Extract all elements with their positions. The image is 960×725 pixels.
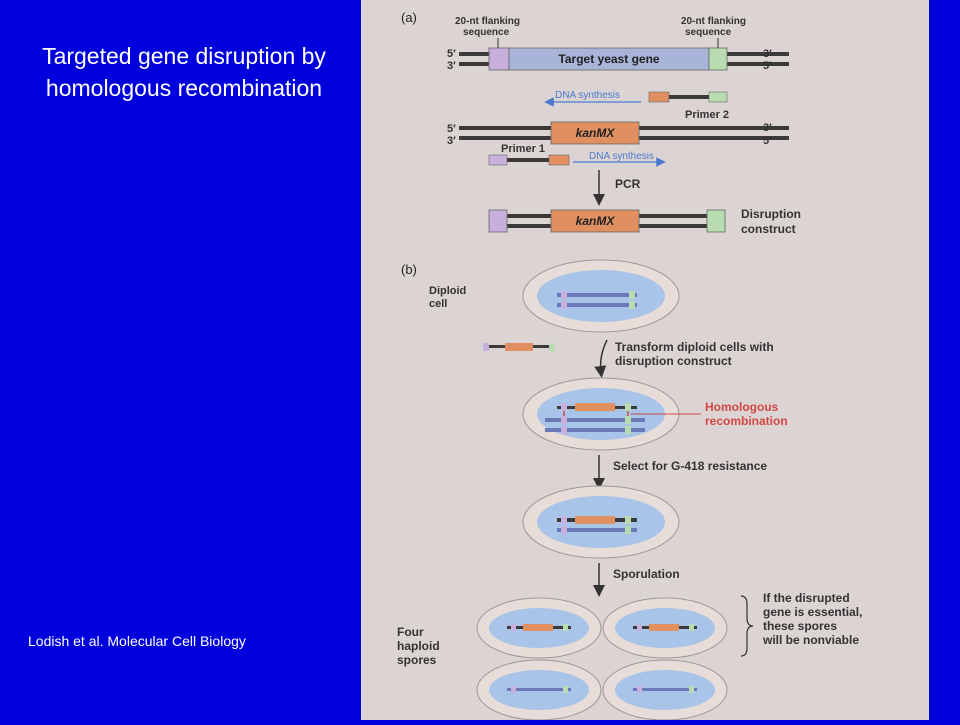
diploid-label-1: Diploid <box>429 285 466 297</box>
flank-left-label-2: sequence <box>463 27 510 38</box>
flank-right-label-1: 20-nt flanking <box>681 16 746 27</box>
part-b-label: (b) <box>401 262 417 277</box>
kanmx-template-label: kanMX <box>576 126 616 140</box>
flank-left-box <box>488 47 510 71</box>
select-label: Select for G-418 resistance <box>613 459 767 473</box>
slide-title-line1: Targeted gene disruption by <box>42 43 326 69</box>
kanmx-template-box <box>550 121 640 145</box>
primer2-strand <box>669 95 709 99</box>
construct-kanmx-label: kanMX <box>576 214 616 228</box>
three-prime-a2: 3′ <box>763 48 772 60</box>
pcr-label: PCR <box>615 177 641 191</box>
five-prime-a4: 5′ <box>763 135 772 147</box>
construct-label-1: Disruption <box>741 207 801 221</box>
primer2-kanmx-part <box>648 91 670 103</box>
intact-chromosome <box>557 526 637 534</box>
dna-synthesis-bottom: DNA synthesis <box>589 151 654 162</box>
transform-label-2: disruption construct <box>615 354 732 368</box>
four-spores-label-2: haploid <box>397 639 440 653</box>
disrupted-chromosome <box>557 516 637 524</box>
spore-2 <box>602 597 728 659</box>
flank-right-box <box>708 47 728 71</box>
five-prime-a1: 5′ <box>447 48 456 60</box>
construct-flank-right <box>706 209 726 233</box>
three-prime-a3: 3′ <box>447 135 456 147</box>
primer1-label: Primer 1 <box>501 143 545 155</box>
transform-label-1: Transform diploid cells with <box>615 340 774 354</box>
diploid-chromosome-1 <box>557 291 637 299</box>
crossover-marks <box>563 411 629 416</box>
slide-title: Targeted gene disruption by homologous r… <box>14 40 354 104</box>
diploid-label-2: cell <box>429 298 447 310</box>
primer1-strand <box>507 158 549 162</box>
figure-diagram: (a) 20-nt flanking sequence 20-nt flanki… <box>397 10 862 721</box>
part-a-label: (a) <box>401 10 417 25</box>
four-spores-label-3: spores <box>397 653 437 667</box>
dna-synthesis-top: DNA synthesis <box>555 90 620 101</box>
recombining-chromosome-2 <box>545 426 645 434</box>
essential-label-2: gene is essential, <box>763 605 862 619</box>
primer1-kanmx-part <box>548 154 570 166</box>
recombining-chromosome-1 <box>545 416 645 424</box>
right-margin-strip <box>929 0 960 720</box>
flank-left-label-1: 20-nt flanking <box>455 16 520 27</box>
spore-4 <box>602 659 728 721</box>
slide-title-line2: homologous recombination <box>45 75 323 101</box>
three-prime-a4: 3′ <box>763 122 772 134</box>
transform-arrow <box>594 339 608 378</box>
four-spores-label-1: Four <box>397 625 424 639</box>
target-gene-label: Target yeast gene <box>558 52 659 66</box>
figure-panel: (a) 20-nt flanking sequence 20-nt flanki… <box>361 0 929 721</box>
essential-label-4: will be nonviable <box>762 633 859 647</box>
diploid-chromosome-2 <box>557 301 637 309</box>
incoming-construct <box>557 403 637 411</box>
flank-right-label-2: sequence <box>685 27 732 38</box>
five-prime-a3: 5′ <box>447 123 456 135</box>
spore-1 <box>476 597 602 659</box>
primer2-flank <box>708 91 728 103</box>
spore-3 <box>476 659 602 721</box>
five-prime-a2: 5′ <box>763 60 772 72</box>
construct-small <box>483 343 555 351</box>
construct-label-2: construct <box>741 222 796 236</box>
homologous-label-2: recombination <box>705 414 788 428</box>
essential-label-3: these spores <box>763 619 837 633</box>
sporulation-label: Sporulation <box>613 567 680 581</box>
recombining-nucleus <box>537 388 665 440</box>
citation: Lodish et al. Molecular Cell Biology <box>28 633 246 649</box>
primer2-label: Primer 2 <box>685 109 729 121</box>
homologous-label-1: Homologous <box>705 400 779 414</box>
essential-label-1: If the disrupted <box>763 591 850 605</box>
construct-flank-left <box>488 209 508 233</box>
construct-kanmx-box <box>550 209 640 233</box>
essential-bracket <box>740 595 754 657</box>
three-prime-a1: 3′ <box>447 60 456 72</box>
primer1-flank <box>488 154 508 166</box>
